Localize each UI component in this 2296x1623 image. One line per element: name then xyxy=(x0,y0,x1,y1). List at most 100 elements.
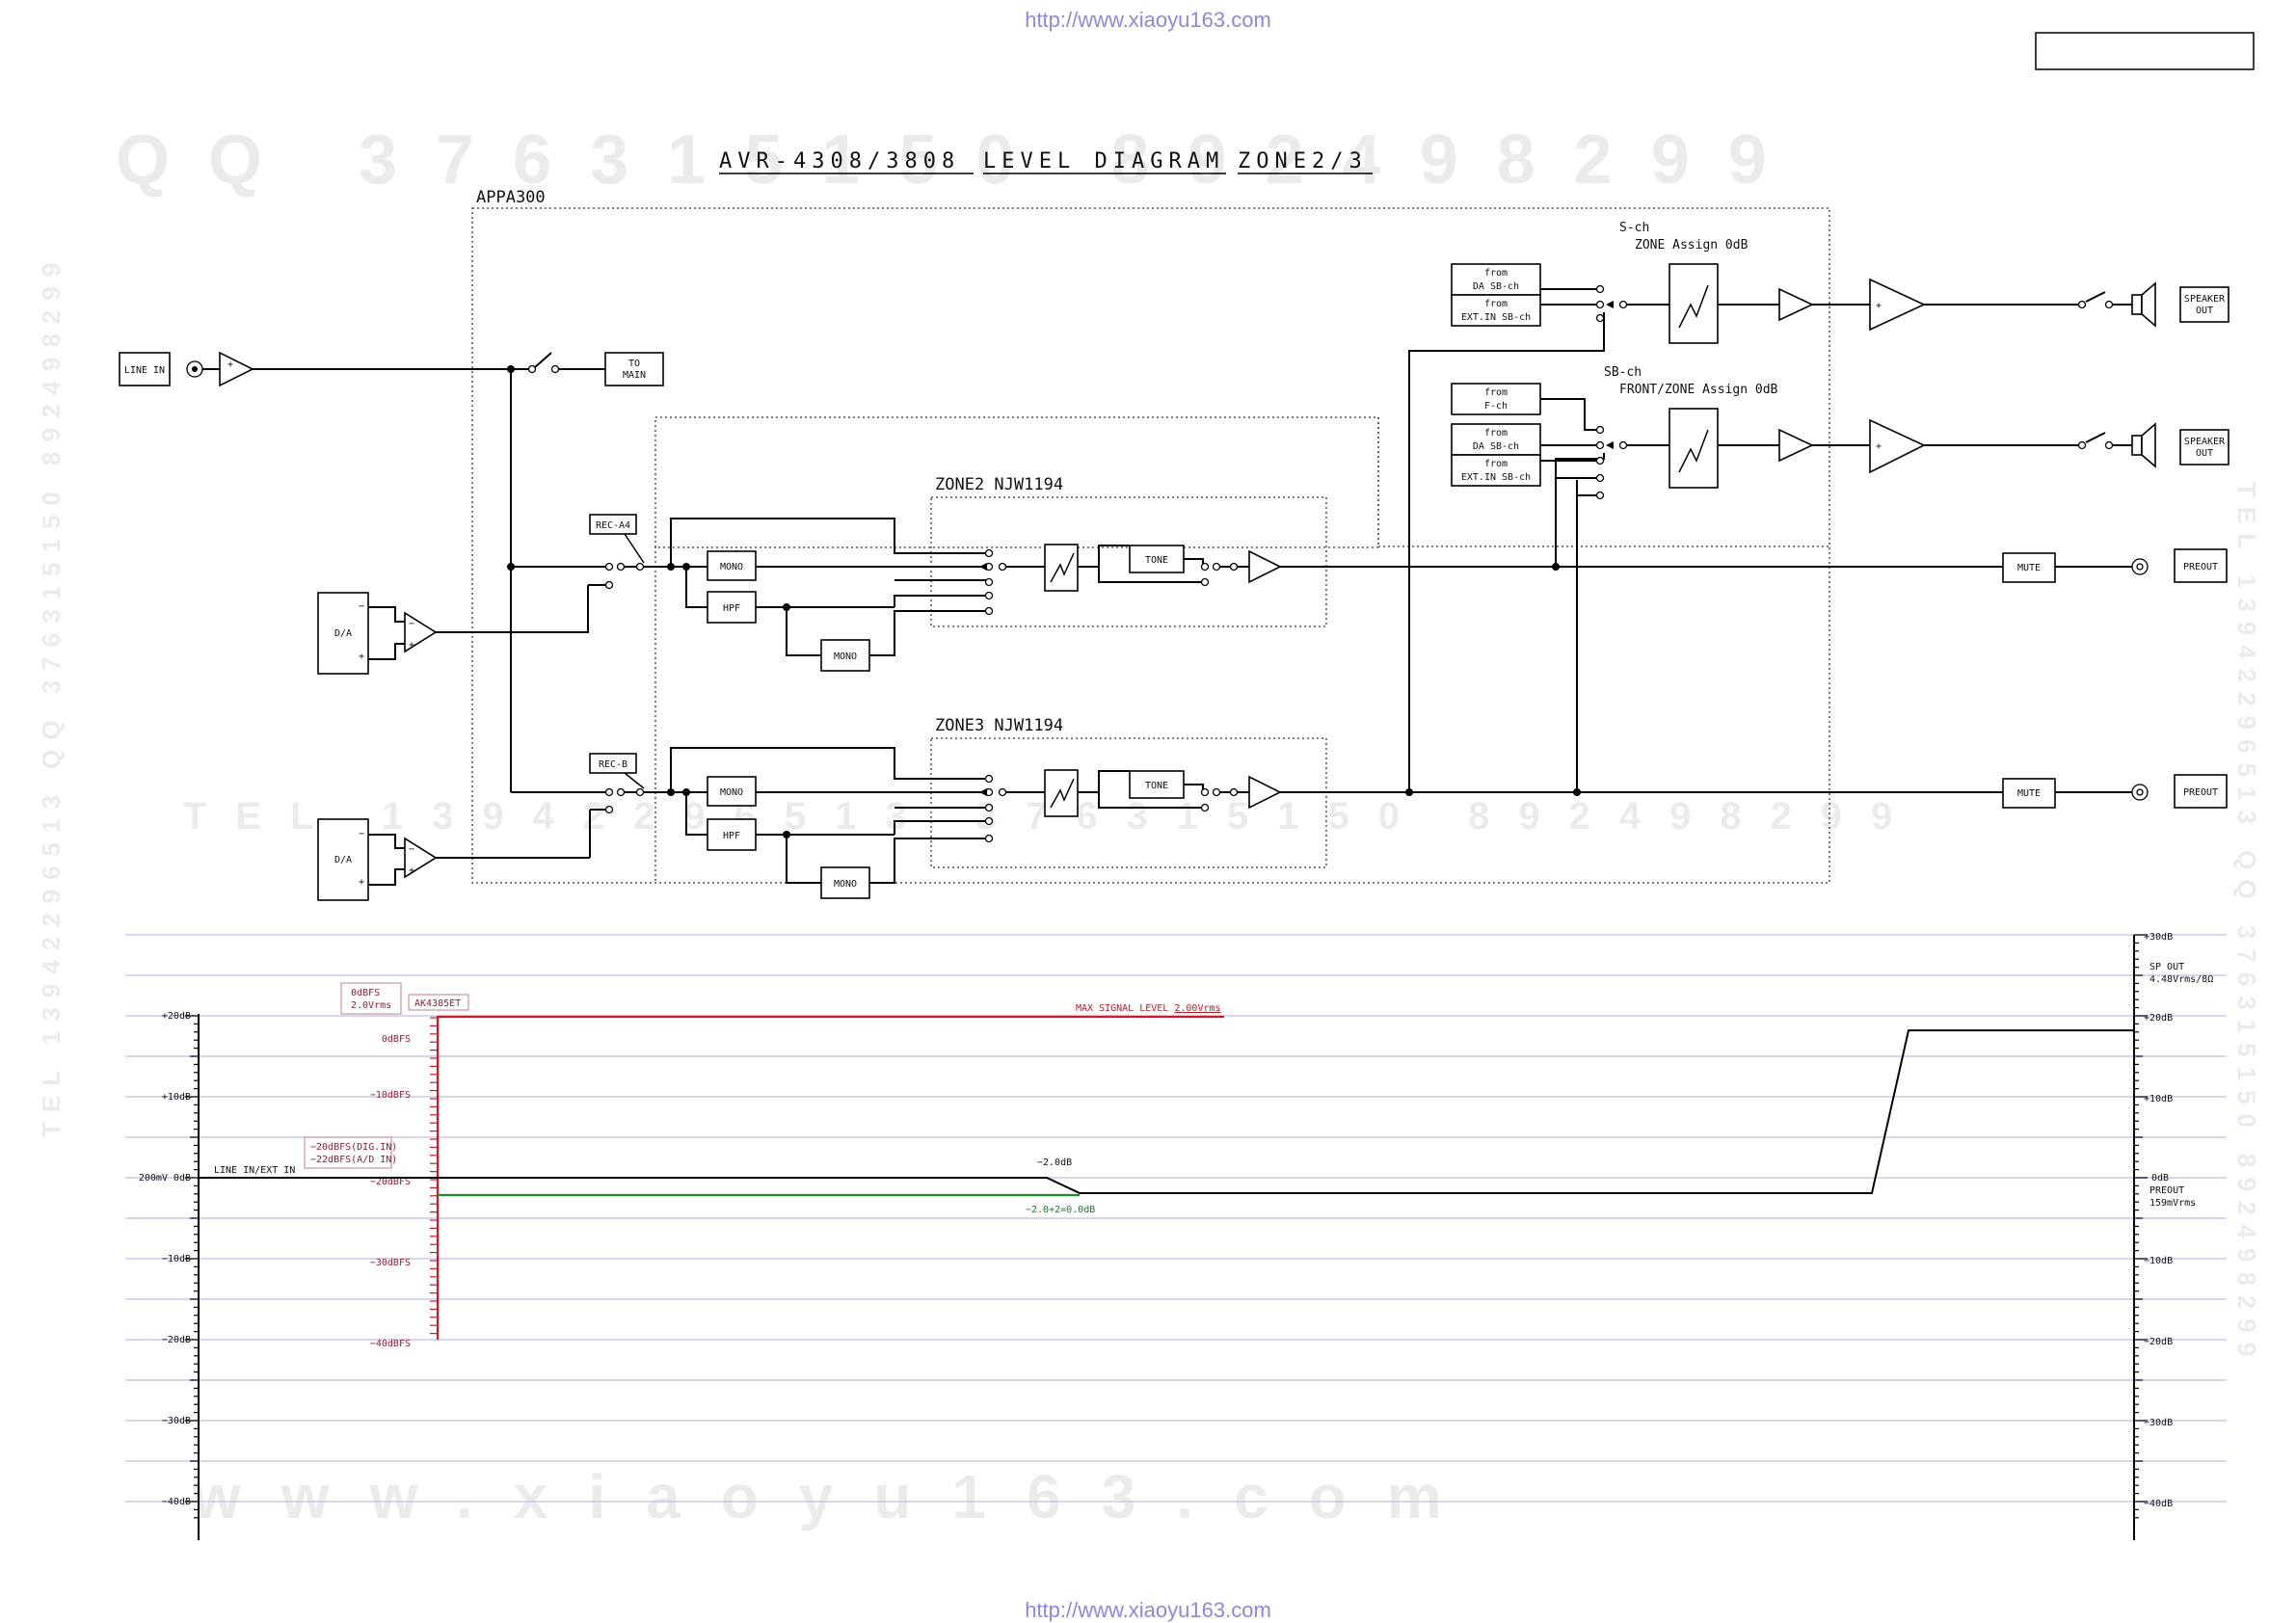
svg-text:from: from xyxy=(1484,459,1508,469)
source-url-top[interactable]: http://www.xiaoyu163.com xyxy=(1025,8,1271,32)
svg-text:MONO: MONO xyxy=(720,787,743,798)
dbfs-minor-ticks xyxy=(430,1017,438,1335)
sch-label: S-ch xyxy=(1619,221,1649,235)
level-chart: +20dB +10dB 200mV 0dB −10dB −20dB −30dB … xyxy=(125,932,2227,1540)
appa300-outline xyxy=(471,207,1830,884)
svg-text:MONO: MONO xyxy=(834,879,857,890)
svg-text:HPF: HPF xyxy=(723,603,740,614)
left-tick-p10: +10dB xyxy=(162,1092,191,1103)
sch-buffer-icon xyxy=(1778,287,1814,322)
left-tick-m40: −40dB xyxy=(162,1497,191,1507)
svg-text:SPEAKER: SPEAKER xyxy=(2184,437,2226,447)
dac-zone2-opamp-icon xyxy=(404,611,438,653)
title-kind: LEVEL DIAGRAM xyxy=(983,149,1224,173)
dac-zone3-opamp-icon xyxy=(404,837,438,879)
right-tick-m10: −10dB xyxy=(2144,1256,2173,1266)
sbch-speaker-icon xyxy=(2131,435,2143,456)
svg-text:+: + xyxy=(227,359,233,370)
watermark-right-vertical: TEL 13942296513 QQ 376315150 892498299 xyxy=(2232,482,2261,1366)
svg-text:TONE: TONE xyxy=(1145,781,1168,791)
title-zone: ZONE2/3 xyxy=(1238,149,1368,173)
dbfs-tick-m10: −10dBFS xyxy=(370,1090,411,1101)
minus2db-label: −2.0dB xyxy=(1037,1157,1072,1168)
sbch-buffer-icon xyxy=(1778,428,1814,463)
svg-text:EXT.IN SB-ch: EXT.IN SB-ch xyxy=(1461,472,1531,483)
svg-text:2.0Vrms: 2.0Vrms xyxy=(351,1000,391,1011)
block-diagram: APPA300 ZONE2 NJW1194 ZONE3 NJW1194 LINE… xyxy=(119,188,2229,901)
dbfs-tick-m40: −40dBFS xyxy=(370,1339,411,1349)
dac-zone3-box xyxy=(317,818,369,901)
svg-text:+: + xyxy=(409,865,414,876)
watermark-tel: TEL 13942296513 376315150 892498299 xyxy=(183,795,1921,838)
right-tick-m20: −20dB xyxy=(2144,1337,2173,1347)
svg-text:DA SB-ch: DA SB-ch xyxy=(1473,441,1519,452)
page-number-box xyxy=(2035,32,2255,70)
sch-assign-label: ZONE Assign 0dB xyxy=(1635,238,1749,253)
zone3-volume-icon xyxy=(1050,778,1075,809)
svg-text:+: + xyxy=(409,640,414,651)
dac-chip-box xyxy=(408,994,469,1011)
svg-text:HPF: HPF xyxy=(723,831,740,841)
svg-text:PREOUT: PREOUT xyxy=(2183,787,2218,798)
zone2-hpf-box xyxy=(707,591,757,624)
line-in-ext-in-label: LINE IN/EXT IN xyxy=(214,1165,295,1176)
right-tick-p30: +30dB xyxy=(2144,932,2173,943)
watermark-left-vertical: TEL 13942296513 QQ 376315150 892498299 xyxy=(37,253,66,1137)
signal-level-path xyxy=(199,1029,2134,1194)
sch-volume-box xyxy=(1669,263,1719,344)
svg-text:MUTE: MUTE xyxy=(2017,563,2041,573)
zone2-volume-icon xyxy=(1050,552,1075,583)
svg-text:OUT: OUT xyxy=(2196,448,2213,459)
rec-a4-label-box xyxy=(589,514,637,535)
svg-text:from: from xyxy=(1484,387,1508,398)
svg-text:OUT: OUT xyxy=(2196,306,2213,316)
zone3-ic-label: ZONE3 NJW1194 xyxy=(935,716,1063,735)
left-tick-p20: +20dB xyxy=(162,1011,191,1022)
sbch-speaker-out-box xyxy=(2179,429,2229,466)
dig-in-box xyxy=(304,1136,392,1169)
svg-text:D/A: D/A xyxy=(334,628,352,639)
source-url-bottom[interactable]: http://www.xiaoyu163.com xyxy=(1025,1598,1271,1622)
from-da-sbch-box-2 xyxy=(1451,423,1541,456)
sbch-label: SB-ch xyxy=(1604,365,1642,380)
zone3-tone-box xyxy=(1129,770,1185,799)
inner-selector-outline xyxy=(654,416,1379,548)
sp-out-label: SP OUT xyxy=(2149,962,2184,972)
from-ext-in-sbch-box xyxy=(1451,294,1541,327)
line-in-box xyxy=(119,352,171,386)
right-minor-ticks xyxy=(2134,934,2148,1519)
svg-text:from: from xyxy=(1484,268,1508,279)
left-minor-ticks xyxy=(185,1015,199,1519)
svg-text:PREOUT: PREOUT xyxy=(2183,562,2218,572)
svg-text:MONO: MONO xyxy=(834,652,857,662)
svg-text:MONO: MONO xyxy=(720,562,743,572)
svg-text:−: − xyxy=(359,601,364,612)
zone2-tone-box xyxy=(1129,545,1185,573)
svg-text:REC-B: REC-B xyxy=(599,759,627,770)
right-tick-m40: −40dB xyxy=(2144,1499,2173,1509)
zone2-ic-outline xyxy=(930,496,1327,627)
svg-text:EXT.IN SB-ch: EXT.IN SB-ch xyxy=(1461,312,1531,323)
svg-text:−20dBFS(DIG.IN): −20dBFS(DIG.IN) xyxy=(310,1142,397,1153)
zone3-ic-outline xyxy=(930,737,1327,868)
sbch-volume-icon xyxy=(1678,429,1709,473)
to-main-box xyxy=(604,352,664,386)
dbfs-tick-0: 0dBFS xyxy=(382,1034,411,1045)
right-tick-0: 0dB xyxy=(2151,1173,2169,1184)
svg-text:−22dBFS(A/D IN): −22dBFS(A/D IN) xyxy=(310,1155,397,1165)
zone2-amp-icon xyxy=(1248,549,1282,584)
dbfs-tick-m20: −20dBFS xyxy=(370,1177,411,1187)
zone3-amp-icon xyxy=(1248,775,1282,810)
zone3-hpf-box xyxy=(707,818,757,851)
svg-text:+: + xyxy=(359,652,364,662)
page-title: AVR-4308/3808 LEVEL DIAGRAM ZONE2/3 xyxy=(719,149,1373,174)
zone2-preout-box xyxy=(2174,548,2228,583)
svg-text:DA SB-ch: DA SB-ch xyxy=(1473,281,1519,292)
dac-chip-label: AK4385ET xyxy=(414,998,461,1009)
svg-text:F-ch: F-ch xyxy=(1484,401,1508,412)
svg-text:TO: TO xyxy=(628,359,640,369)
left-tick-m20: −20dB xyxy=(162,1335,191,1345)
right-tick-p10: +10dB xyxy=(2144,1094,2173,1104)
max-signal-label: MAX SIGNAL LEVEL 2.00Vrms xyxy=(1076,1003,1221,1014)
svg-text:+: + xyxy=(359,877,364,888)
